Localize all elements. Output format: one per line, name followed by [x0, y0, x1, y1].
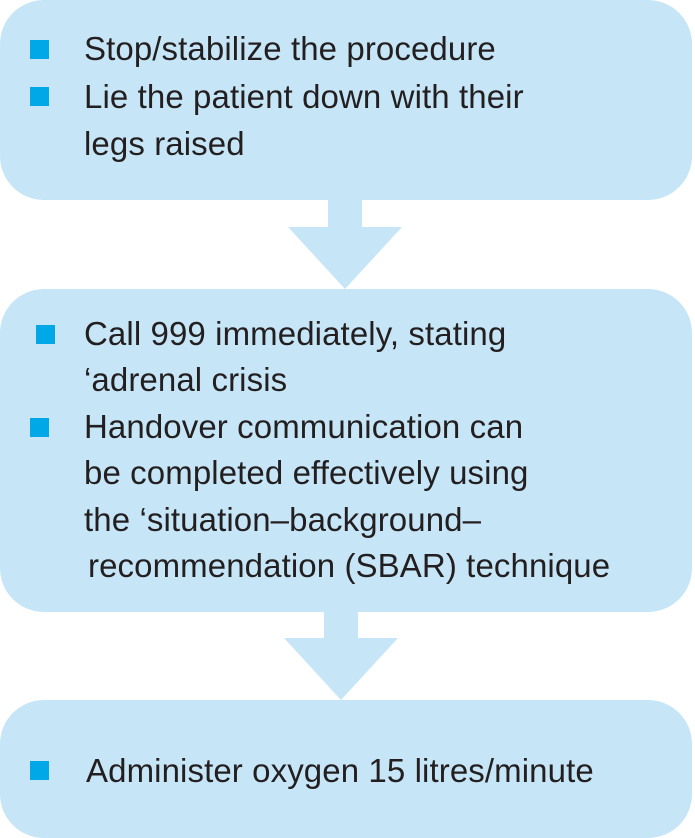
step-1-item-2-line-1: Lie the patient down with their	[84, 78, 524, 115]
step-2-item-2-line-4: recommendation (SBAR) technique	[88, 547, 611, 584]
flow-step-2-box: Call 999 immediately, stating ‘adrenal c…	[0, 289, 692, 612]
step-1-item-1-line-1: Stop/stabilize the procedure	[84, 30, 496, 67]
flow-arrow-2	[284, 612, 398, 700]
flow-arrow-1	[288, 200, 402, 289]
step-1-bullet-1	[30, 40, 49, 59]
step-2-bullet-2	[30, 418, 49, 437]
step-3-bullet-1	[30, 761, 49, 780]
step-1-item-2-line-2: legs raised	[84, 125, 245, 162]
step-2-item-1-line-1: Call 999 immediately, stating	[84, 315, 507, 352]
step-2-item-1-line-2: ‘adrenal crisis	[84, 361, 288, 398]
step-2-item-2-line-2: be completed effectively using	[84, 454, 529, 491]
flow-step-3-box: Administer oxygen 15 litres/minute	[0, 700, 692, 838]
step-2-bullet-1	[36, 325, 55, 344]
flow-step-1-box: Stop/stabilize the procedure Lie the pat…	[0, 0, 692, 200]
step-3-item-1-line-1: Administer oxygen 15 litres/minute	[86, 752, 594, 789]
step-1-bullet-2	[30, 87, 49, 106]
step-2-item-2-line-1: Handover communication can	[84, 408, 524, 445]
step-2-item-2-line-3: the ‘situation–background–	[84, 501, 482, 538]
